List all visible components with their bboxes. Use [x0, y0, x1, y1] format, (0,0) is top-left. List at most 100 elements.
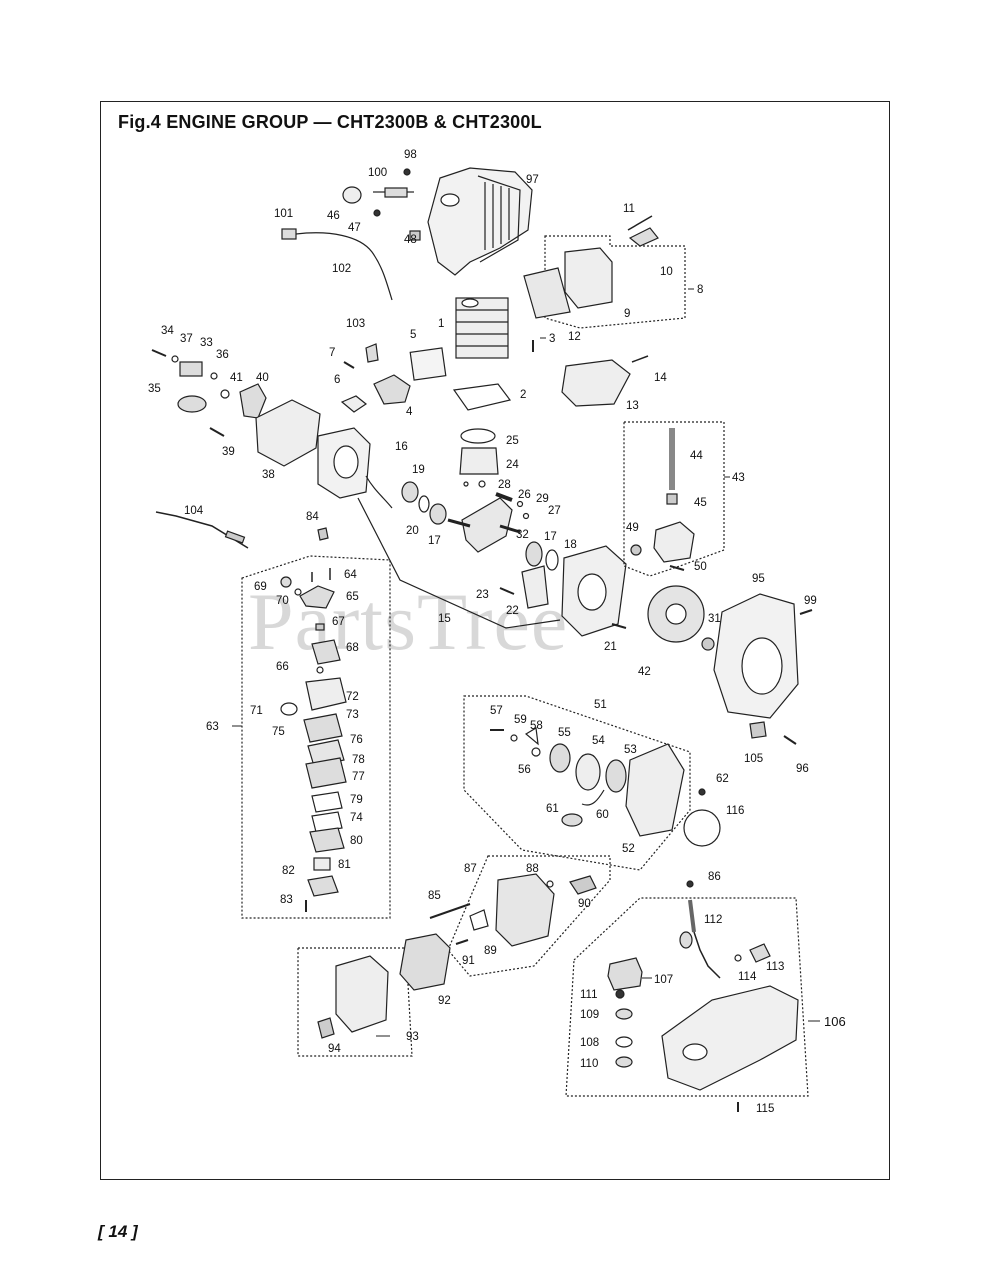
rope-60-shape [581, 789, 605, 806]
label-92: 92 [438, 995, 451, 1007]
screw-98-shape [403, 168, 411, 176]
label-22: 22 [506, 605, 519, 617]
label-26: 26 [518, 489, 531, 501]
spark-plug-shape [373, 187, 414, 198]
leader-15 [357, 497, 561, 629]
label-75: 75 [272, 726, 285, 738]
label-50: 50 [694, 561, 707, 573]
starter-assembly-box [463, 695, 691, 871]
label-7: 7 [329, 347, 335, 359]
coil-assembly-box [623, 421, 725, 577]
label-46: 46 [327, 210, 340, 222]
label-73: 73 [346, 709, 359, 721]
label-28: 28 [498, 479, 511, 491]
part-45-shape [666, 493, 678, 505]
label-83: 83 [280, 894, 293, 906]
label-113: 113 [766, 961, 784, 973]
starter-case-52-shape [625, 743, 685, 837]
coil-shape [653, 521, 695, 563]
bolt-50-shape [669, 565, 685, 571]
label-89: 89 [484, 945, 497, 957]
label-66: 66 [276, 661, 289, 673]
label-3: 3 [549, 333, 555, 345]
label-17a: 17 [428, 535, 441, 547]
label-15: 15 [438, 613, 451, 625]
cover-77-shape [305, 757, 347, 789]
diaphragm-74-shape [311, 811, 343, 833]
plate-82-shape [307, 875, 339, 897]
label-32: 32 [516, 529, 529, 541]
bearing-17b-shape [525, 541, 543, 567]
label-34: 34 [161, 325, 174, 337]
part-68-shape [311, 639, 341, 665]
crankshaft-32-shape [461, 497, 513, 553]
screw-96-shape [783, 735, 797, 745]
label-106: 106 [824, 1014, 846, 1029]
label-69: 69 [254, 581, 267, 593]
label-9: 9 [624, 308, 630, 320]
label-99: 99 [804, 595, 817, 607]
clutch-35-shape [177, 395, 207, 413]
label-101: 101 [274, 208, 293, 220]
label-95: 95 [752, 573, 765, 585]
part-90-shape [569, 875, 597, 895]
part-111-shape [615, 989, 625, 999]
terminal-101-shape [281, 228, 297, 240]
label-29: 29 [536, 493, 549, 505]
label-8: 8 [697, 284, 703, 296]
label-100: 100 [368, 167, 387, 179]
label-71: 71 [250, 705, 263, 717]
label-114: 114 [738, 971, 757, 983]
bearing-19-shape [401, 481, 419, 503]
pulley-55-shape [549, 743, 571, 773]
label-88: 88 [526, 863, 539, 875]
label-81: 81 [338, 859, 351, 871]
housing-40-shape [239, 383, 267, 419]
part-6-shape [340, 395, 368, 413]
label-5: 5 [410, 329, 416, 341]
label-61: 61 [546, 803, 559, 815]
label-111: 111 [580, 989, 597, 1001]
label-2: 2 [520, 389, 526, 401]
label-43: 43 [732, 472, 745, 484]
label-80: 80 [350, 835, 363, 847]
screw-62-shape [698, 788, 706, 796]
label-52: 52 [622, 843, 635, 855]
throttle-cable-104-shape [155, 511, 249, 549]
cylinder-cover-shape [427, 167, 533, 276]
label-86: 86 [708, 871, 721, 883]
label-23: 23 [476, 589, 489, 601]
gasket-16-shape [365, 475, 393, 509]
label-40: 40 [256, 372, 269, 384]
washer-41-shape [220, 389, 230, 399]
lever-65-shape [299, 585, 335, 609]
label-37: 37 [180, 333, 193, 345]
part-labels: 98 100 97 101 46 47 48 102 11 10 8 9 12 … [148, 149, 846, 1115]
label-103: 103 [346, 318, 365, 330]
clutch-33-shape [179, 361, 203, 377]
part-89-shape [469, 909, 489, 931]
label-76: 76 [350, 734, 363, 746]
cover-80-shape [309, 827, 345, 853]
gasket-2-shape [452, 383, 512, 411]
label-54: 54 [592, 735, 605, 747]
part-88-shape [546, 880, 554, 888]
gasket-79-shape [311, 791, 343, 813]
air-filter-cover-box [297, 947, 413, 1057]
part-110-shape [615, 1056, 633, 1068]
part-49-shape [630, 544, 642, 556]
label-31: 31 [708, 613, 721, 625]
leader-lines [232, 288, 820, 1037]
carb-body-72-shape [305, 677, 347, 711]
part-70-shape [294, 588, 302, 596]
label-42: 42 [638, 666, 651, 678]
label-47: 47 [348, 222, 361, 234]
fuel-tank-106-shape [661, 985, 799, 1091]
deflector-10-shape [628, 227, 659, 247]
air-cleaner-body-shape [495, 873, 555, 947]
label-102: 102 [332, 263, 351, 275]
label-112: 112 [704, 914, 722, 926]
label-58: 58 [530, 720, 543, 732]
label-68: 68 [346, 642, 359, 654]
label-16: 16 [395, 441, 408, 453]
